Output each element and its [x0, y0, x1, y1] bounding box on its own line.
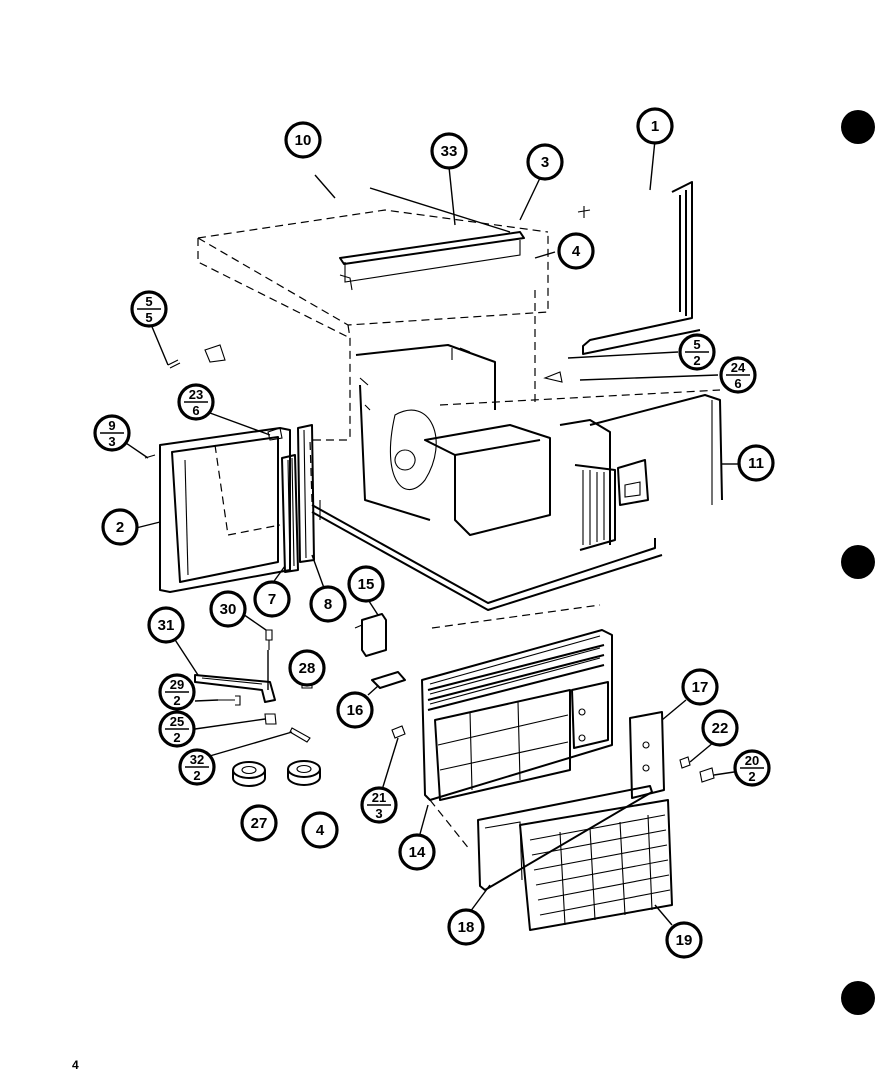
svg-text:3: 3	[375, 806, 382, 821]
callout-4-top: 4	[557, 232, 595, 270]
callout-11: 11	[737, 444, 775, 482]
callout-8: 8	[309, 585, 347, 623]
svg-text:2: 2	[748, 769, 755, 784]
callout-27: 27	[240, 804, 278, 842]
side-panel-2	[159, 427, 291, 593]
front-panel-14	[421, 604, 613, 851]
svg-text:27: 27	[251, 815, 268, 832]
svg-text:5: 5	[145, 310, 152, 325]
grille-19	[519, 799, 673, 931]
svg-text:3: 3	[108, 434, 115, 449]
bracket-16	[371, 671, 406, 689]
cover-17	[629, 711, 665, 799]
svg-text:4: 4	[572, 243, 581, 260]
svg-text:14: 14	[409, 844, 426, 861]
callout-14: 14	[398, 833, 436, 871]
callout-17: 17	[681, 668, 719, 706]
svg-text:17: 17	[692, 679, 709, 696]
svg-text:2: 2	[173, 730, 180, 745]
bushing-27	[232, 761, 266, 787]
binder-hole-middle	[841, 545, 875, 579]
callout-32-over-2: 32 2	[178, 748, 216, 786]
svg-text:19: 19	[676, 932, 693, 949]
svg-text:2: 2	[693, 353, 700, 368]
svg-text:5: 5	[693, 337, 700, 352]
svg-text:2: 2	[193, 768, 200, 783]
callout-16: 16	[336, 691, 374, 729]
knob-20	[699, 767, 715, 783]
svg-text:5: 5	[145, 294, 152, 309]
svg-text:21: 21	[372, 790, 386, 805]
svg-text:20: 20	[745, 753, 759, 768]
svg-text:7: 7	[268, 591, 276, 608]
binder-hole-top	[841, 110, 875, 144]
svg-text:16: 16	[347, 702, 364, 719]
washer-22	[679, 756, 691, 769]
screw-21	[391, 725, 406, 739]
side-channel-7	[281, 454, 299, 573]
svg-text:2: 2	[173, 693, 180, 708]
svg-text:2: 2	[116, 519, 124, 536]
page-number: 4	[72, 1058, 79, 1072]
callout-9-over-3: 9 3	[93, 414, 131, 452]
screws	[144, 344, 563, 459]
svg-text:31: 31	[158, 617, 175, 634]
svg-text:15: 15	[358, 576, 375, 593]
callout-20-over-2: 20 2	[733, 749, 771, 787]
filter-18	[477, 785, 653, 891]
svg-text:9: 9	[108, 418, 115, 433]
callout-5-over-2: 5 2	[678, 333, 716, 371]
callout-28: 28	[288, 649, 326, 687]
callout-3: 3	[526, 143, 564, 181]
side-frame-1	[577, 181, 701, 355]
callout-33: 33	[430, 132, 468, 170]
svg-text:11: 11	[748, 455, 764, 472]
callout-18: 18	[447, 908, 485, 946]
side-strip-8	[297, 424, 315, 563]
svg-text:28: 28	[299, 660, 316, 677]
binder-hole-bottom	[841, 981, 875, 1015]
callout-29-over-2: 29 2	[158, 673, 196, 711]
svg-text:22: 22	[712, 720, 729, 737]
svg-text:30: 30	[220, 601, 237, 618]
svg-text:4: 4	[316, 822, 325, 839]
callout-4-bottom: 4	[301, 811, 339, 849]
leader-lines	[125, 139, 738, 926]
callout-24-over-6: 24 6	[719, 356, 757, 394]
svg-text:1: 1	[651, 118, 659, 135]
svg-text:25: 25	[170, 714, 184, 729]
svg-text:29: 29	[170, 677, 184, 692]
chassis-base	[309, 389, 721, 611]
svg-text:3: 3	[541, 154, 549, 171]
svg-text:32: 32	[190, 752, 204, 767]
callout-5-over-5: 5 5	[130, 290, 168, 328]
bracket-15	[354, 613, 387, 657]
cabinet-outline	[197, 209, 549, 440]
svg-text:8: 8	[324, 596, 332, 613]
bushing-4	[287, 760, 321, 786]
svg-text:18: 18	[458, 919, 475, 936]
callout-1: 1	[636, 107, 674, 145]
callout-15: 15	[347, 565, 385, 603]
svg-text:6: 6	[192, 403, 199, 418]
bracket-31	[194, 674, 276, 703]
svg-text:33: 33	[441, 143, 458, 160]
callout-31: 31	[147, 606, 185, 644]
callout-25-over-2: 25 2	[158, 710, 196, 748]
callout-2: 2	[101, 508, 139, 546]
svg-text:6: 6	[734, 376, 741, 391]
callout-10: 10	[284, 121, 322, 159]
internal-components	[355, 344, 723, 551]
svg-text:10: 10	[295, 132, 312, 149]
callout-19: 19	[665, 921, 703, 959]
callout-23-over-6: 23 6	[177, 383, 215, 421]
callout-21-over-3: 21 3	[360, 786, 398, 824]
callout-22: 22	[701, 709, 739, 747]
callout-30: 30	[209, 590, 247, 628]
svg-text:23: 23	[189, 387, 203, 402]
callout-7: 7	[253, 580, 291, 618]
top-rail-33	[339, 231, 525, 291]
svg-text:24: 24	[731, 360, 746, 375]
